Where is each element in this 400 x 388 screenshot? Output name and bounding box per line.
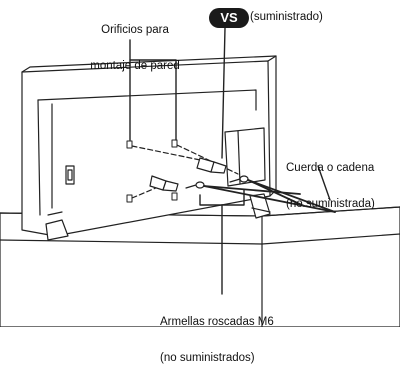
wall-holes-label-line1: Orificios para xyxy=(101,24,169,36)
eyebolts xyxy=(185,175,249,189)
ropes xyxy=(203,179,336,213)
vs-screws xyxy=(149,157,227,192)
vs-badge: VS xyxy=(220,10,238,25)
eyebolts-label-line2: (no suministrados) xyxy=(160,352,255,364)
rope-label: Cuerda o cadena (no suministrada) xyxy=(286,138,375,234)
holes-leader xyxy=(129,39,177,141)
wall-mount-holes xyxy=(126,139,178,203)
rope-leader xyxy=(317,165,331,201)
rope-label-line2: (no suministrada) xyxy=(286,198,375,210)
diagram-drawing xyxy=(0,8,400,327)
eyebolts-leader xyxy=(199,189,245,295)
eyebolts-label-line1: Armellas roscadas M6 xyxy=(160,316,274,328)
wall-holes-label: Orificios para montaje de pared xyxy=(80,0,190,96)
eyebolts-label: Armellas roscadas M6 (no suministrados) xyxy=(160,292,274,388)
rope-label-line1: Cuerda o cadena xyxy=(286,162,375,174)
vs-badge-shape xyxy=(209,8,249,28)
tv-back xyxy=(21,55,277,237)
wall-holes-label-line2: montaje de pared xyxy=(90,60,180,72)
vs-leader xyxy=(221,27,226,159)
tv-anchoring-diagram: VS Orificios para montaje de pared (sumi… xyxy=(0,0,400,364)
tv-stands xyxy=(45,193,271,241)
supplied-label: (suministrado) xyxy=(250,11,323,23)
